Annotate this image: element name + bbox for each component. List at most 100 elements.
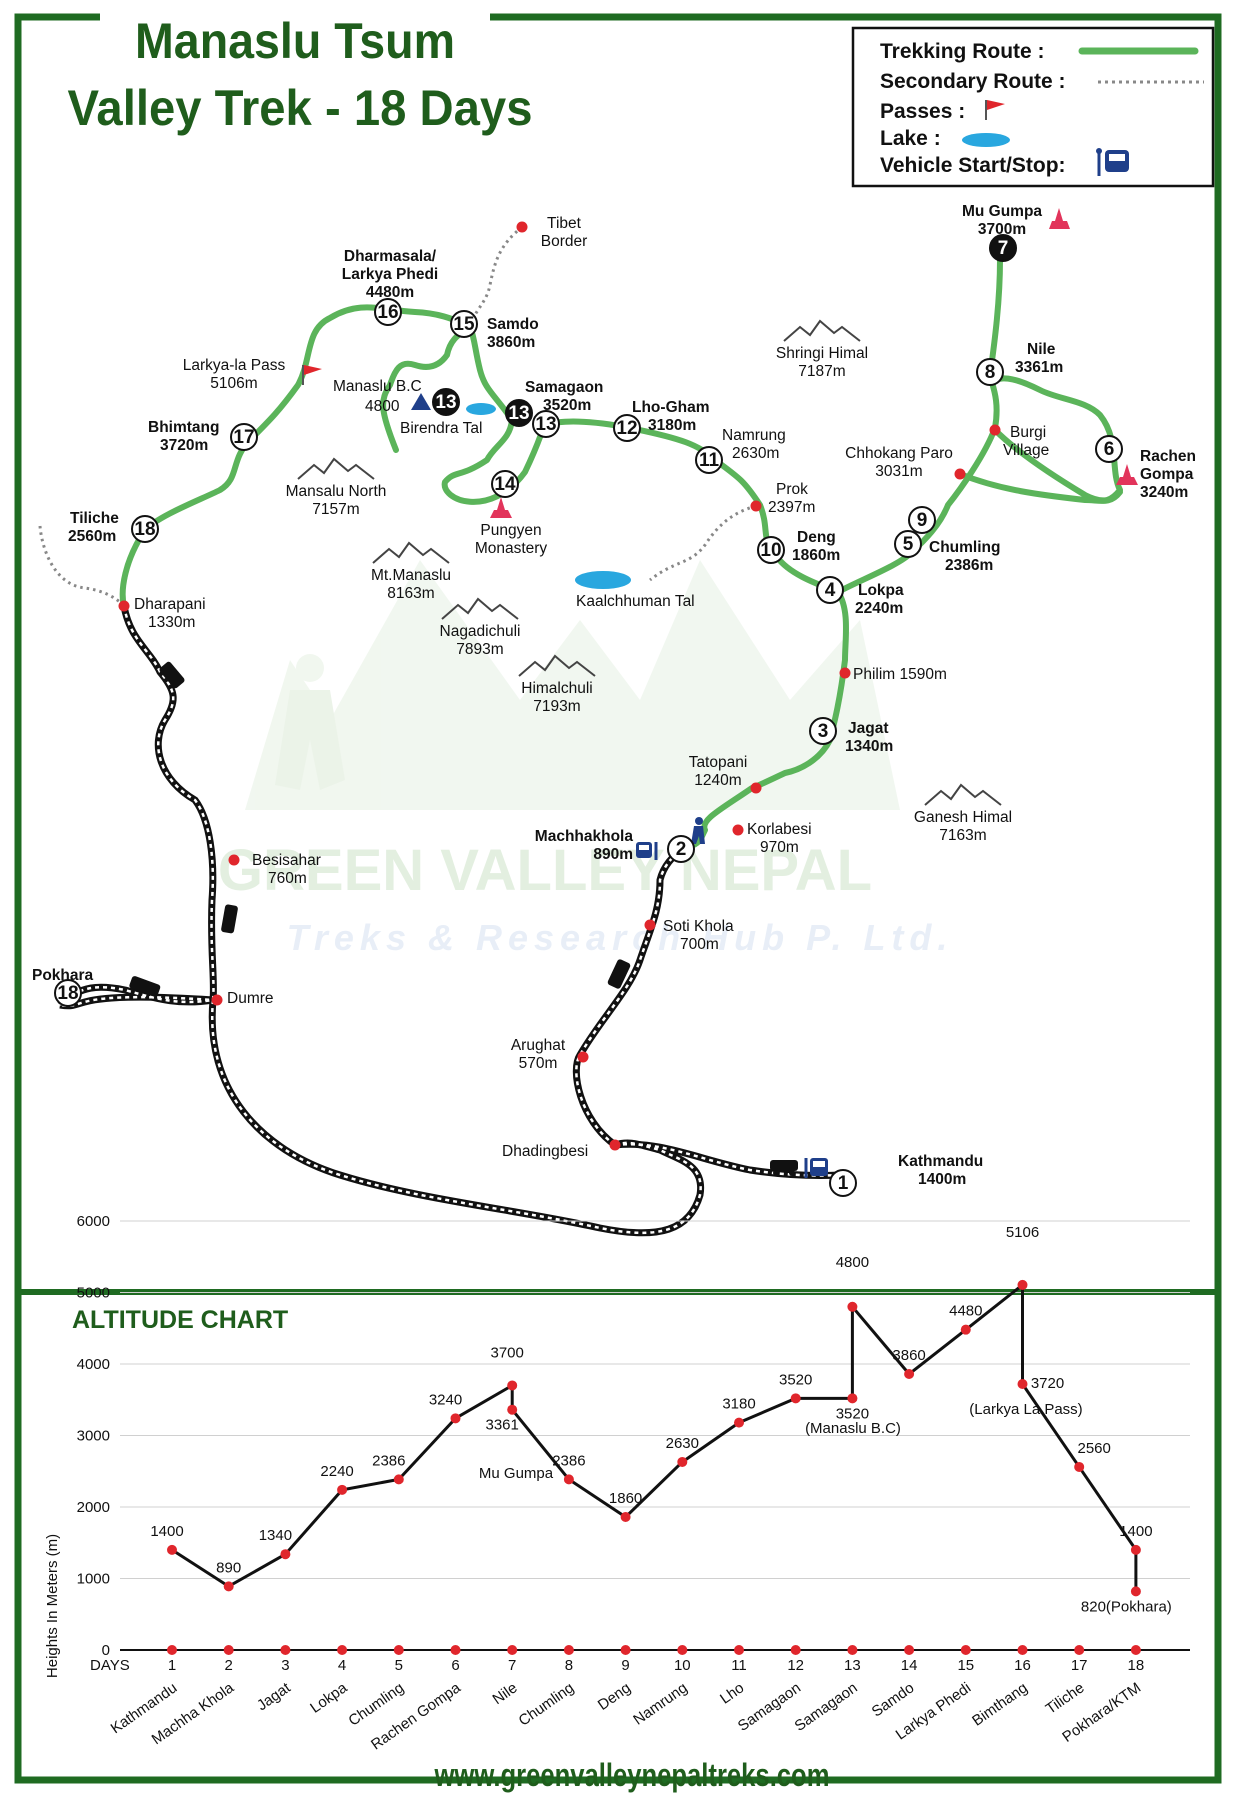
legend-secondary-label: Secondary Route :	[880, 70, 1066, 93]
chart-point	[734, 1417, 744, 1428]
annotation-manaslu-bc: (Manaslu B.C)	[805, 1420, 901, 1437]
x-tick-label: 10	[674, 1657, 691, 1674]
svg-text:15: 15	[453, 314, 475, 335]
chart-point	[223, 1581, 234, 1592]
vehicle-bus-icon-3	[607, 959, 631, 989]
chart-value-label: 2560	[1078, 1440, 1111, 1457]
x-tick-label: 16	[1014, 1657, 1031, 1674]
x-tick-label: 9	[621, 1657, 629, 1674]
chart-value-label: 3361	[486, 1417, 519, 1434]
day-axis-point	[167, 1645, 177, 1655]
y-tick-label: 5000	[77, 1285, 110, 1302]
samdo-label-1: Samdo	[487, 316, 539, 333]
svg-text:17: 17	[233, 427, 254, 448]
legend-lake-label: Lake :	[880, 127, 941, 150]
legend-trekking-label: Trekking Route :	[880, 40, 1045, 63]
chart-point	[677, 1456, 688, 1467]
hiker-icon	[691, 817, 705, 844]
day-axis-point	[507, 1645, 518, 1655]
day-name-label: Samagaon	[735, 1679, 804, 1735]
chart-point	[904, 1369, 915, 1380]
chart-segment	[171, 1548, 230, 1588]
chart-value-label: 1400	[150, 1523, 183, 1540]
y-tick-label: 1000	[77, 1571, 110, 1588]
day-axis-point	[677, 1645, 688, 1655]
mu-gumpa-icon	[1049, 208, 1070, 229]
jagat-label-1: Jagat	[848, 720, 889, 737]
x-tick-label: 4	[338, 1657, 346, 1674]
kaalchhuman-label: Kaalchhuman Tal	[576, 593, 695, 610]
day-marker-4: 4	[816, 576, 844, 604]
road-dash	[575, 847, 684, 1147]
svg-text:7: 7	[998, 238, 1009, 259]
x-tick-label: 8	[565, 1657, 573, 1674]
chart-segment	[738, 1396, 797, 1425]
x-tick-label: 2	[225, 1657, 233, 1674]
chart-value-label: 3240	[429, 1391, 462, 1408]
x-tick-label: 12	[787, 1657, 804, 1674]
legend-vehicle-label: Vehicle Start/Stop:	[880, 154, 1066, 177]
mountain-altitude: 7163m	[939, 827, 986, 844]
chart-value-label: 3700	[491, 1344, 524, 1361]
kathmandu-label-1: Kathmandu	[898, 1153, 983, 1170]
day-axis-point	[734, 1645, 744, 1655]
vehicle-bus-icon-2	[221, 904, 238, 934]
dharapani-label-2: 1330m	[148, 614, 195, 631]
mountain-icon	[372, 541, 450, 564]
chart-point	[1074, 1461, 1085, 1472]
soti-label-1: Soti Khola	[663, 918, 734, 935]
chart-point	[563, 1474, 574, 1485]
day-name-label: Nile	[490, 1679, 521, 1708]
x-tick-label: 3	[281, 1657, 289, 1674]
mountain-name: Mt.Manaslu	[371, 567, 451, 584]
day-name-label: Bimthang	[969, 1679, 1031, 1729]
chart-segment	[964, 1283, 1024, 1331]
chart-labels: 1400890134022402386324037003361238618602…	[150, 1224, 1171, 1615]
x-tick-label: 11	[731, 1657, 747, 1674]
birendra-label: Birendra Tal	[400, 420, 482, 437]
chumling-label-2: 2386m	[945, 557, 993, 574]
chart-segment	[1021, 1383, 1081, 1468]
mountain-altitude: 7893m	[456, 641, 503, 658]
kathmandu-label-2: 1400m	[918, 1171, 966, 1188]
pokhara-label: Pokhara	[32, 967, 94, 984]
day-marker-12: 12	[613, 414, 641, 442]
chart-value-label: 3180	[722, 1396, 755, 1413]
day-name-label: Samagaon	[792, 1679, 861, 1735]
tibet-label-1: Tibet	[547, 215, 582, 232]
dharmasala-label-2: Larkya Phedi	[342, 266, 439, 283]
lokpa-label-1: Lokpa	[858, 582, 904, 599]
road-network	[57, 605, 841, 1237]
chart-value-label: 1860	[609, 1490, 642, 1507]
chart-segment	[454, 1384, 513, 1420]
chart-point	[450, 1413, 461, 1424]
besisahar-label-1: Besisahar	[252, 852, 321, 869]
chart-segment	[511, 1408, 571, 1481]
chart-value-label: 890	[216, 1559, 241, 1576]
svg-text:1: 1	[838, 1173, 849, 1194]
machhakhola-label-1: Machhakhola	[535, 828, 634, 845]
day-name-label: Jagat	[254, 1679, 294, 1714]
vehicle-jeep-icon-2	[159, 661, 185, 689]
burgi-label-2: Village	[1003, 442, 1049, 459]
bhimtang-label-1: Bhimtang	[148, 419, 219, 436]
svg-text:11: 11	[699, 450, 720, 471]
dharmasala-label-3: 4480m	[366, 284, 414, 301]
day-name-label: Deng	[595, 1679, 634, 1713]
lokpa-label-2: 2240m	[855, 600, 903, 617]
day-marker-18: 18	[54, 979, 82, 1007]
chart-value-label: 2386	[552, 1452, 585, 1469]
chart-point	[790, 1393, 801, 1404]
machhakhola-label-2: 890m	[593, 846, 633, 863]
x-tick-label: 1	[168, 1657, 176, 1674]
philim-label: Philim 1590m	[853, 666, 947, 683]
mountain-name: Nagadichuli	[440, 623, 521, 640]
watermark-name: GREEN VALLEY NEPAL	[218, 838, 872, 903]
vehicle-bus-icon	[129, 976, 161, 997]
footer-url[interactable]: www.greenvalleynepaltreks.com	[434, 1757, 830, 1793]
day-marker-15: 15	[450, 310, 478, 338]
